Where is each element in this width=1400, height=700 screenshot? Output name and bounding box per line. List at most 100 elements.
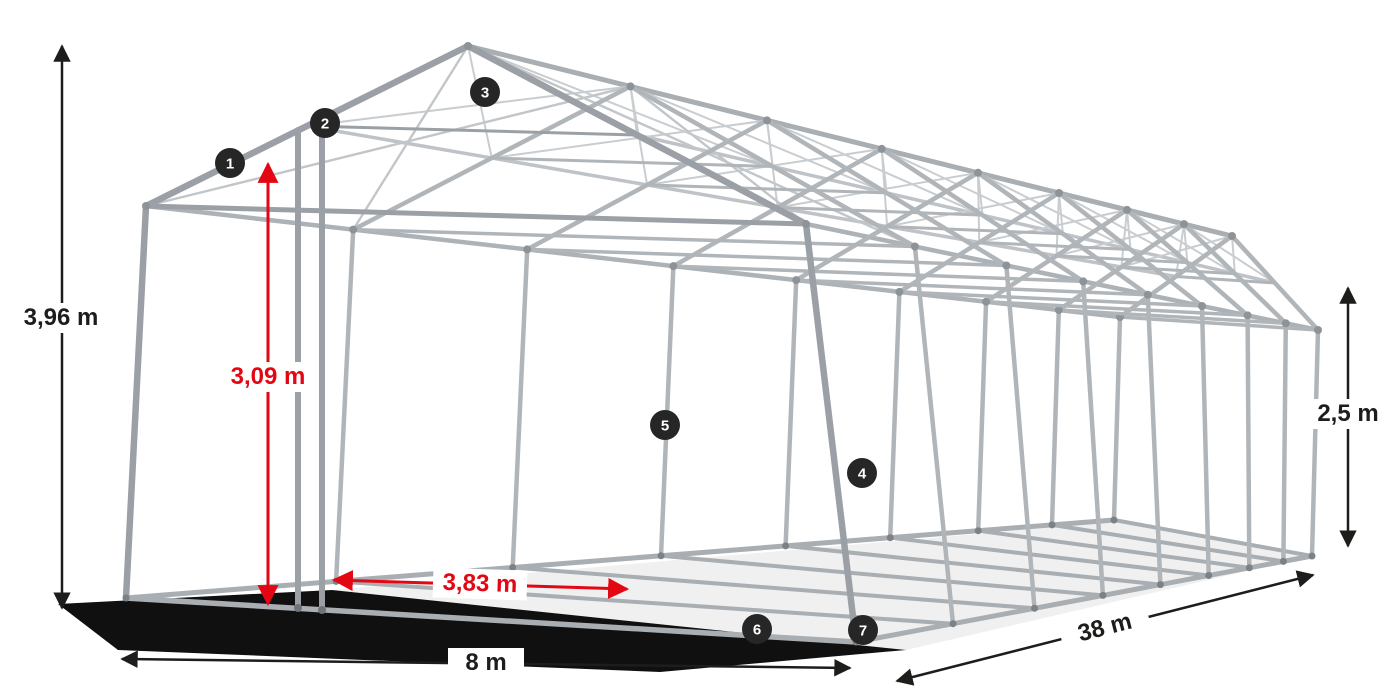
floor-bar bbox=[1050, 522, 1286, 564]
post-foot bbox=[1308, 552, 1316, 560]
collar-tie bbox=[1055, 254, 1189, 265]
dimension-width: 8 m bbox=[120, 648, 852, 678]
tie-beam bbox=[351, 227, 917, 249]
post-foot bbox=[1279, 557, 1287, 565]
collar-tie bbox=[776, 206, 984, 217]
marker-circle bbox=[650, 410, 680, 440]
wall-post-right bbox=[1281, 321, 1289, 564]
roof-brace bbox=[306, 85, 632, 127]
floor-bar bbox=[976, 528, 1252, 570]
marker-number: 7 bbox=[859, 623, 867, 640]
marker-3: 3 bbox=[470, 77, 500, 107]
post-foot bbox=[122, 594, 130, 602]
mid-purlin-left bbox=[305, 124, 1178, 279]
eave-joint bbox=[1079, 277, 1088, 286]
post-foot bbox=[657, 552, 665, 560]
dimension-label-clearance-height: 3,09 m bbox=[231, 363, 306, 390]
roof-brace bbox=[977, 171, 1132, 251]
floor-bar bbox=[123, 595, 859, 645]
post-foot bbox=[1245, 564, 1253, 572]
marker-number: 3 bbox=[481, 85, 489, 102]
floor-bar bbox=[1112, 518, 1314, 558]
dimension-total-height: 3,96 m bbox=[14, 44, 108, 610]
dimension-label-side-height: 2,5 m bbox=[1317, 400, 1378, 427]
eave-joint bbox=[523, 245, 532, 254]
marker-circle bbox=[848, 615, 878, 645]
floor-shadow bbox=[332, 522, 1312, 650]
roof-brace bbox=[880, 147, 1064, 235]
roof-brace bbox=[1058, 192, 1189, 264]
ground-rail-left bbox=[123, 517, 1117, 601]
roof-brace bbox=[1183, 223, 1276, 284]
post-foot bbox=[1156, 581, 1164, 589]
dimension-bay-spacing: 3,83 m bbox=[331, 567, 630, 601]
marker-5: 5 bbox=[650, 410, 680, 440]
mid-purlin-right bbox=[635, 133, 1277, 285]
ridge-joint bbox=[1228, 232, 1236, 240]
dimension-label-group: 3,83 m bbox=[432, 567, 528, 601]
ground-shadow bbox=[58, 522, 1312, 672]
tie-beam bbox=[794, 278, 1150, 297]
marker-circle bbox=[310, 108, 340, 138]
eave-purlin-left bbox=[143, 203, 1123, 320]
roof-brace bbox=[629, 85, 808, 226]
dimension-label-total-height: 3,96 m bbox=[24, 304, 99, 331]
eave-joint bbox=[1243, 311, 1252, 320]
eave-joint bbox=[1314, 326, 1322, 334]
ridge-joint bbox=[626, 82, 635, 91]
wall-post-left bbox=[783, 277, 799, 549]
ridge-joint bbox=[877, 144, 886, 153]
marker-7: 7 bbox=[848, 615, 878, 645]
marker-number: 6 bbox=[753, 622, 761, 639]
eave-joint bbox=[142, 202, 150, 210]
tent-steel-frame bbox=[122, 42, 1322, 646]
ridge-joint bbox=[763, 116, 771, 125]
post-foot bbox=[949, 620, 957, 628]
wall-post-right bbox=[1309, 327, 1321, 559]
wall-post-right bbox=[1245, 313, 1252, 571]
marker-circle bbox=[742, 614, 772, 644]
roof-brace bbox=[1183, 223, 1189, 264]
eave-joint bbox=[1002, 261, 1011, 270]
dimension-label-bg bbox=[1057, 602, 1153, 654]
ridge-joint bbox=[464, 42, 472, 50]
tie-beam bbox=[143, 203, 809, 227]
dimension-label-width: 8 m bbox=[465, 649, 506, 676]
wall-post-left bbox=[333, 227, 356, 584]
wall-post-left bbox=[887, 289, 902, 540]
eave-joint bbox=[349, 225, 358, 234]
marker-number: 4 bbox=[858, 466, 867, 483]
wall-post-right bbox=[912, 244, 956, 626]
tie-beam bbox=[671, 264, 1085, 284]
collar-tie bbox=[885, 225, 1065, 236]
wall-post-left bbox=[1111, 314, 1123, 523]
post-foot bbox=[318, 606, 326, 614]
marker-6: 6 bbox=[742, 614, 772, 644]
wall-post-right bbox=[1004, 263, 1037, 611]
roof-brace bbox=[1231, 235, 1236, 275]
eave-joint bbox=[910, 242, 919, 251]
marker-circle bbox=[847, 458, 877, 488]
dimension-label-bg bbox=[1308, 399, 1388, 429]
ridge-joint bbox=[1123, 205, 1131, 214]
roof-brace bbox=[490, 119, 768, 159]
dimension-label-length: 38 m bbox=[1075, 608, 1135, 648]
dimension-clearance-height: 3,09 m bbox=[220, 161, 316, 607]
roof-brace bbox=[1126, 208, 1132, 251]
marker-number: 2 bbox=[321, 116, 329, 133]
dimension-label-bg bbox=[448, 648, 524, 678]
wall-post-right bbox=[802, 220, 860, 646]
collar-tie bbox=[977, 240, 1132, 251]
post-foot bbox=[294, 604, 302, 612]
dimension-label-bg bbox=[14, 303, 108, 333]
eave-purlin-right bbox=[803, 221, 1321, 333]
collar-tie bbox=[1119, 265, 1237, 276]
roof-brace bbox=[766, 119, 984, 217]
tie-beam bbox=[897, 290, 1204, 308]
wall-post-right bbox=[1145, 292, 1163, 587]
post-foot bbox=[782, 542, 790, 550]
eave-joint bbox=[895, 287, 904, 296]
dimension-label-bg bbox=[432, 567, 528, 601]
marker-4: 4 bbox=[847, 458, 877, 488]
